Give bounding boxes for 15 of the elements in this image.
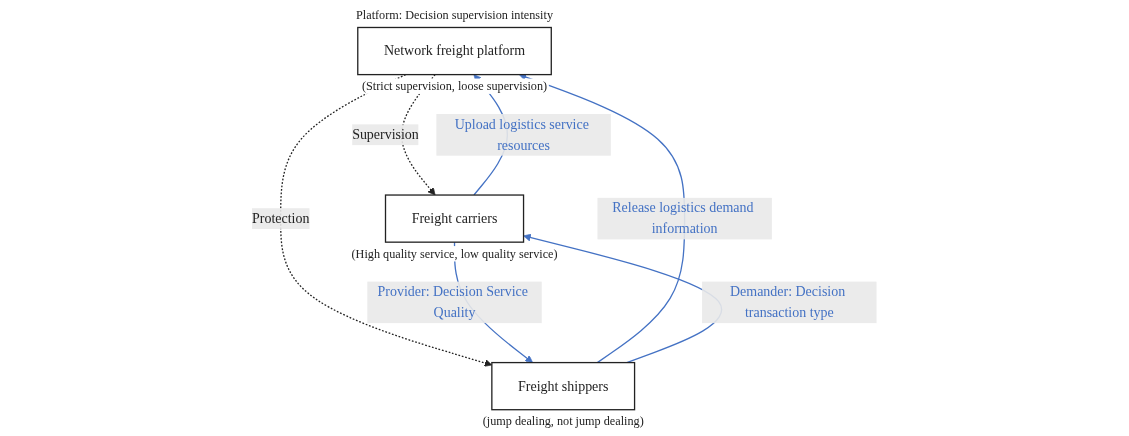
edge-label: Upload logistics service resources (454, 116, 590, 153)
edge-label: Supervision (352, 126, 420, 142)
edge-label: Demander: Decision transaction type (730, 284, 846, 320)
arrow (401, 73, 436, 196)
node-caption: (jump dealing, not jump dealing) (482, 414, 644, 429)
node-box: Network freight platform (357, 26, 553, 76)
node-caption: (High quality service, low quality service) (351, 246, 558, 261)
node-caption: (Strict supervision, loose supervision) (362, 79, 548, 94)
node-caption: Platform: Decision supervision intensity (356, 7, 554, 22)
edge-label: Protection (252, 210, 310, 226)
arrow (280, 73, 493, 367)
edge-label: Release logistics demand information (612, 200, 754, 237)
node-box: Freight shippers (491, 361, 636, 411)
node-box: Freight carriers (385, 194, 525, 243)
edge-label: Provider: Decision Service Quality (377, 284, 529, 320)
